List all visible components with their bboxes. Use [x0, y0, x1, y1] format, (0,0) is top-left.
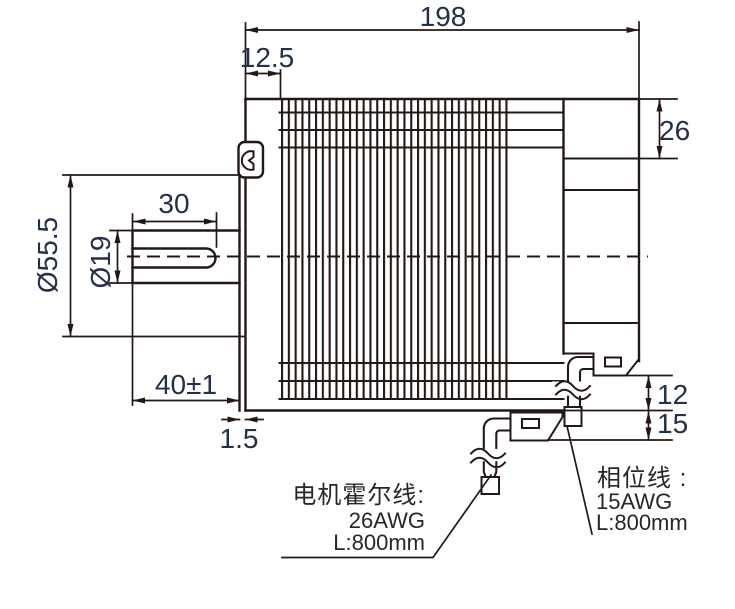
dim-shaft-length: 40±1 [155, 369, 217, 400]
dimension-labels: 198 12.5 26 30 Ø19 Ø55.5 40±1 1.5 12 15 [32, 1, 690, 454]
dim-wire-drop-lower: 15 [657, 408, 688, 439]
hall-wire-leader [281, 473, 493, 559]
hall-connector-block [509, 411, 564, 442]
rear-connector-notch [604, 356, 622, 368]
phase-wire-connector [563, 406, 583, 427]
hall-connector-notch [521, 418, 540, 429]
hall-wire-connector [480, 476, 500, 495]
dim-keyway-length: 30 [158, 188, 189, 219]
screw-icon [240, 150, 255, 171]
hall-wire-break [469, 447, 507, 460]
phase-wire-break [554, 380, 592, 392]
mounting-screw-tab [237, 140, 265, 179]
phase-wire-callout: 相位线 : 15AWG L:800mm [596, 465, 688, 535]
dim-rear-cap-step: 26 [659, 115, 690, 146]
phase-wire-title: 相位线 : [597, 465, 687, 492]
dim-pilot-thickness: 1.5 [220, 423, 259, 454]
keyway [131, 247, 217, 269]
dim-shaft-diameter: Ø19 [85, 236, 116, 289]
dim-overall-length: 198 [420, 1, 467, 32]
hall-wire-gauge: 26AWG [349, 508, 425, 533]
motor-body-outline [131, 97, 641, 442]
hall-wire-length: L:800mm [333, 530, 425, 555]
dim-wire-drop-upper: 12 [657, 379, 688, 410]
wires [469, 355, 596, 495]
hall-wire-title: 电机霍尔线: [292, 482, 425, 509]
dim-front-face-to-fins: 12.5 [240, 42, 295, 73]
dim-pilot-diameter: Ø55.5 [32, 217, 63, 293]
heatsink-fins [279, 99, 511, 400]
hall-wire-callout: 电机霍尔线: 26AWG L:800mm [292, 482, 425, 555]
phase-wire-length: L:800mm [596, 510, 688, 535]
phase-wire-leader [565, 424, 594, 536]
phase-wire-gauge: 15AWG [596, 489, 672, 514]
